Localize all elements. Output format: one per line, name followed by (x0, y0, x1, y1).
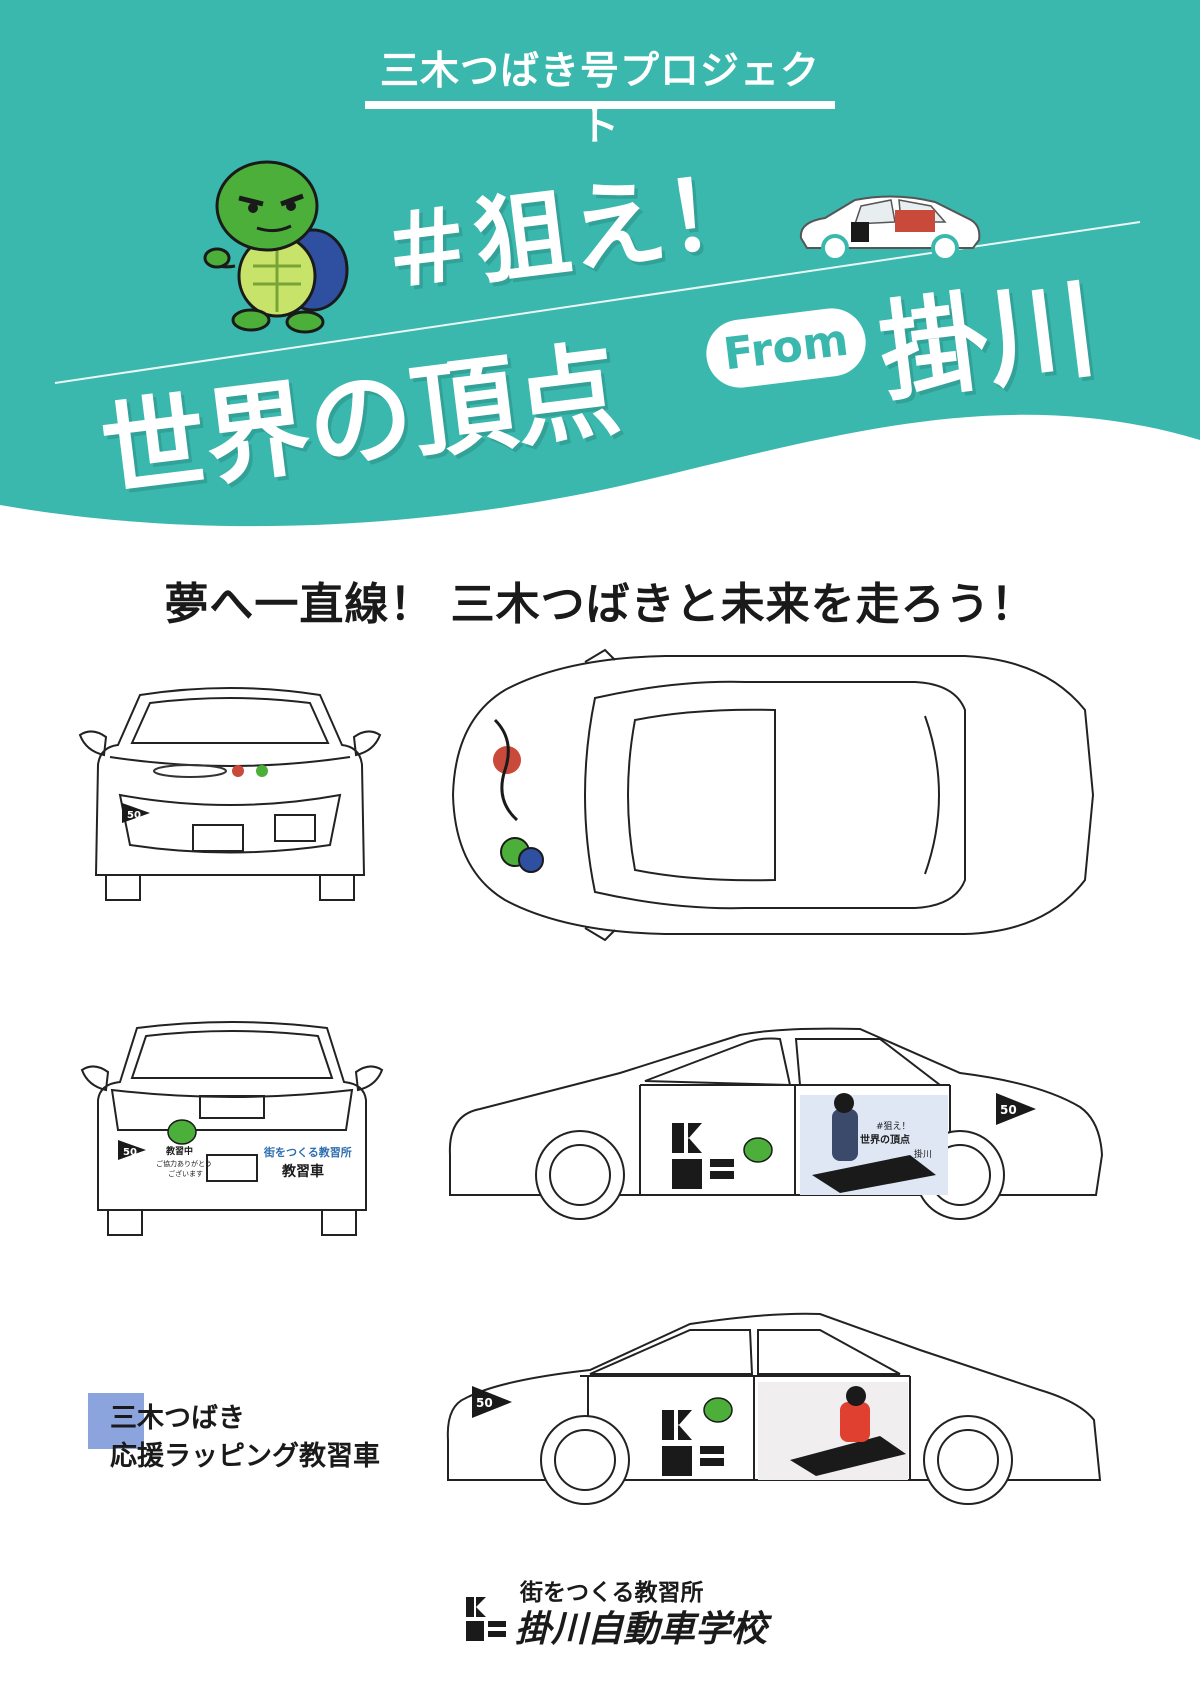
caption-line2: 応援ラッピング教習車 (110, 1441, 380, 1472)
rear-speed-label: 50 (123, 1147, 137, 1158)
rear-vehicle-type: 教習車 (282, 1163, 324, 1180)
kame-logo-icon (466, 1597, 506, 1641)
side-door-line1: #狙え！ (876, 1121, 911, 1132)
left-speed-label: 50 (476, 1396, 493, 1410)
slogan-place: 掛川 (873, 266, 1103, 417)
rear-note-line1: 教習中 (165, 1145, 193, 1157)
car-rear-view: 50 教習中 ご協力ありがとう ございます 街をつくる教習所 教習車 (80, 1021, 384, 1236)
side-door-line2: 世界の頂点 (860, 1133, 910, 1146)
rear-note-line3: ございます (168, 1169, 203, 1178)
turtle-mascot-icon (203, 160, 349, 334)
project-title: 三木つばき号プロジェクト (379, 49, 820, 150)
car-front-view: 50 (78, 687, 382, 901)
caption-line1: 三木つばき (110, 1403, 245, 1434)
car-top-view (451, 648, 1095, 942)
side-door-place: 掛川 (914, 1148, 932, 1160)
car-side-view-left: 50 (446, 1312, 1102, 1505)
front-speed-label: 50 (127, 810, 141, 821)
rear-note-line2: ご協力ありがとう (156, 1159, 212, 1168)
side-kame-logo (672, 1123, 734, 1189)
footer-tagline: 街をつくる教習所 (520, 1580, 704, 1606)
footer-school-name: 掛川自動車学校 (515, 1609, 768, 1650)
project-title-underline (365, 101, 835, 109)
hero-car-icon (799, 195, 981, 262)
car-side-view-right: #狙え！ 世界の頂点 掛川 50 (448, 1027, 1104, 1220)
left-kame-logo (662, 1410, 724, 1476)
side-speed-label: 50 (1000, 1103, 1017, 1117)
subtitle: 夢へ一直線！ 三木つばきと未来を走ろう！ (164, 579, 1036, 630)
caption: 三木つばき 応援ラッピング教習車 (110, 1400, 380, 1476)
rear-school-tag: 街をつくる教習所 (263, 1145, 352, 1159)
caption-square (88, 1393, 144, 1449)
